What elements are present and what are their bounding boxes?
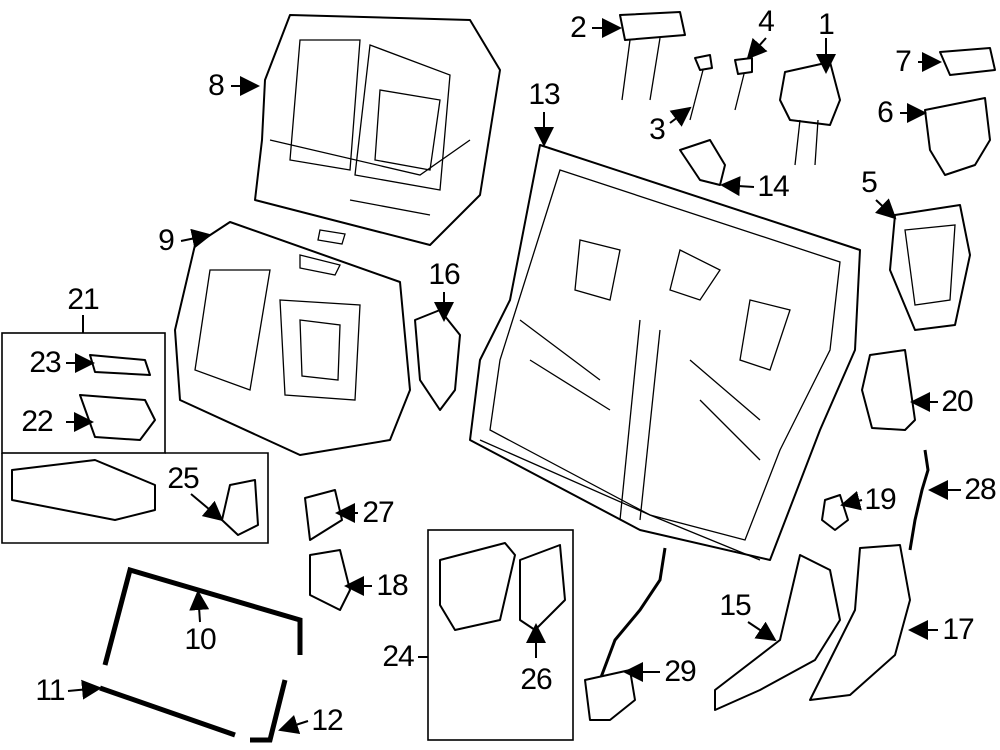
callout-4: 4	[758, 5, 775, 38]
group-box-24	[427, 529, 574, 741]
cable-part	[908, 449, 930, 551]
bracket-part	[679, 139, 726, 186]
callout-26: 26	[520, 663, 552, 696]
rod-part	[99, 685, 236, 738]
callout-25: 25	[167, 462, 199, 495]
trim-panel-part	[309, 549, 351, 611]
side-trim-part	[714, 554, 841, 711]
callout-5: 5	[861, 166, 878, 199]
release-handle-part	[584, 669, 636, 721]
cup-holder-insert-part	[89, 354, 151, 376]
callout-16: 16	[428, 258, 460, 291]
leader-lines	[66, 18, 961, 735]
plate-26-part	[519, 544, 566, 631]
callout-29: 29	[664, 655, 696, 688]
trim-cover-part	[861, 349, 916, 431]
callout-7: 7	[895, 45, 912, 78]
cup-holder-part	[79, 394, 156, 441]
callout-14: 14	[757, 170, 789, 203]
callout-19: 19	[864, 483, 896, 516]
callout-23: 23	[29, 346, 61, 379]
callout-18: 18	[376, 569, 408, 602]
rod-end-part	[250, 679, 288, 743]
callout-28: 28	[964, 473, 996, 506]
callout-24: 24	[382, 640, 414, 673]
seat-back-cushion-part	[254, 14, 501, 246]
callout-11: 11	[35, 674, 65, 707]
callout-15: 15	[719, 589, 751, 622]
seat-cushion-part	[174, 221, 411, 456]
callout-13: 13	[528, 78, 560, 111]
callout-22: 22	[21, 405, 53, 438]
bracket-25-part	[221, 479, 259, 536]
callout-21: 21	[67, 283, 99, 316]
wire-frame-part	[102, 566, 303, 666]
small-cover-part	[304, 489, 343, 541]
callout-27: 27	[362, 496, 394, 529]
callout-6: 6	[877, 96, 894, 129]
hinge-bracket-part	[414, 309, 461, 411]
callout-1: 1	[818, 8, 835, 41]
callout-17: 17	[942, 613, 974, 646]
clip-part	[821, 494, 849, 531]
headrest-parts	[619, 11, 841, 166]
callout-2: 2	[570, 11, 587, 44]
callout-8: 8	[208, 69, 225, 102]
seat-back-frame-part	[469, 144, 861, 561]
cover-plate-part	[439, 542, 516, 631]
armrest-part	[11, 459, 156, 521]
callout-3: 3	[649, 113, 666, 146]
latch-cover-parts	[889, 47, 996, 331]
group-box-21-extension	[1, 452, 269, 544]
callout-10: 10	[184, 623, 216, 656]
outer-trim-part	[809, 544, 911, 701]
callout-9: 9	[158, 224, 175, 257]
callout-20: 20	[941, 385, 973, 418]
callout-12: 12	[311, 704, 343, 737]
